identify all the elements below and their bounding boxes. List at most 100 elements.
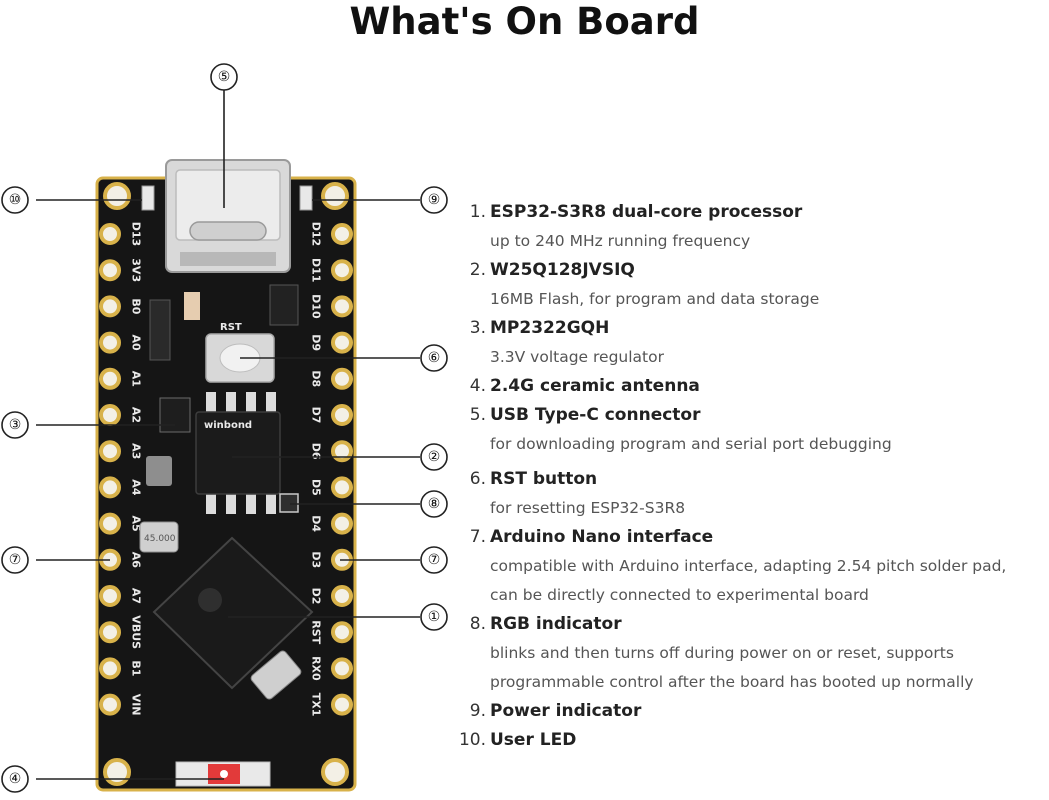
feature-number: 1. [469,202,486,222]
solder-pad [331,223,353,245]
solder-pad [99,259,121,282]
feature-number: 9. [469,701,486,721]
solder-pad [99,621,121,644]
pin-label: RST [310,620,323,644]
feature-item-6: 6. RST button for resetting ESP32-S3R8 [452,465,1047,523]
solder-pad [331,367,353,390]
callout-6: ⑥ [420,344,448,372]
pin-label: D13 [130,222,143,246]
feature-title: Power indicator [490,701,642,721]
feature-description: blinks and then turns off during power o… [490,644,954,662]
feature-number: 3. [469,318,486,338]
feature-number: 7. [469,527,486,547]
feature-item-5: 5. USB Type-C connector for downloading … [452,401,1047,459]
feature-item-2: 2. W25Q128JVSIQ 16MB Flash, for program … [452,256,1047,314]
feature-number: 6. [469,469,486,489]
callout-4: ④ [1,765,29,793]
pin-label: D5 [310,479,323,496]
solder-pad [99,367,121,390]
svg-text:⑤: ⑤ [218,69,231,85]
chip-pin [226,392,236,412]
page-title: What's On Board [349,0,700,43]
solder-pad [331,440,353,463]
callout-5: ⑤ [210,63,238,91]
pin-label: A5 [130,516,143,532]
pin-label: D4 [310,515,323,532]
pin-label: 3V3 [130,258,143,282]
pin-label: D8 [310,370,323,387]
pin-label: D12 [310,222,323,246]
svg-text:④: ④ [9,771,22,787]
feature-title: ESP32-S3R8 dual-core processor [490,202,803,222]
callout-3: ③ [1,411,29,439]
feature-number: 8. [469,614,486,634]
chip-pin [266,494,276,514]
pin-label: B1 [130,660,143,676]
solder-pad [99,295,121,318]
pin-label: A0 [130,335,143,352]
feature-item-4: 4. 2.4G ceramic antenna [452,372,1047,401]
solder-pad [331,295,353,318]
mount-hole-bottom-left [103,758,131,786]
svg-text:⑥: ⑥ [428,350,441,366]
pin-label: D2 [310,588,323,605]
chip-pin [246,494,256,514]
pin-label: RX0 [310,656,323,681]
feature-title: Arduino Nano interface [490,527,714,547]
flash-brand-marking: winbond [204,420,252,431]
solder-pad [99,693,121,716]
power-indicator-led [299,185,313,211]
feature-number: 4. [469,376,486,396]
mount-hole-bottom-right [321,758,349,786]
feature-title: USB Type-C connector [490,405,701,425]
rst-silkscreen: RST [220,322,242,333]
feature-title: User LED [490,730,577,750]
solder-pad [99,404,121,426]
slide-switch [149,299,171,361]
chip-pin [246,392,256,412]
left-pad-column [99,223,121,716]
svg-text:①: ① [428,609,441,625]
pin-label: D7 [310,407,323,424]
feature-number: 2. [469,260,486,280]
feature-title: MP2322GQH [490,318,610,338]
chip-pin [206,494,216,514]
feature-item-7: 7. Arduino Nano interface compatible wit… [452,523,1047,610]
callout-7-left: ⑦ [1,546,29,574]
solder-pad [331,259,353,282]
pin-label: VIN [130,694,143,716]
user-led [141,185,155,211]
feature-title: RST button [490,469,598,489]
callout-7-right: ⑦ [420,546,448,574]
solder-pad [99,585,121,607]
feature-description: can be directly connected to experimenta… [490,586,869,604]
feature-title: W25Q128JVSIQ [490,260,635,280]
callout-8: ⑧ [420,490,448,518]
feature-item-8: 8. RGB indicator blinks and then turns o… [452,610,1047,697]
rgb-led [279,493,299,513]
feature-item-3: 3. MP2322GQH 3.3V voltage regulator [452,314,1047,372]
rf-crystal [250,650,302,700]
flash-chip: winbond [195,392,281,514]
pin-label: VBUS [130,615,143,649]
pin-label: D9 [310,334,323,351]
feature-description: for resetting ESP32-S3R8 [490,499,686,517]
pin-label: A7 [130,588,143,604]
pin-label: A3 [130,443,143,459]
callout-9: ⑨ [420,186,448,214]
feature-item-1: 1. ESP32-S3R8 dual-core processor up to … [452,198,1047,256]
mount-hole-top-right [321,182,349,210]
feature-item-9: 9. Power indicator [452,697,1047,726]
solder-pad [331,512,353,535]
inductor [146,456,172,486]
solder-pad [99,331,121,354]
feature-number: 5. [469,405,486,425]
feature-description: 16MB Flash, for program and data storage [490,290,820,308]
svg-text:⑧: ⑧ [428,496,441,512]
feature-title: RGB indicator [490,614,622,634]
usb-type-c-connector [165,159,291,273]
solder-pad [331,657,353,680]
